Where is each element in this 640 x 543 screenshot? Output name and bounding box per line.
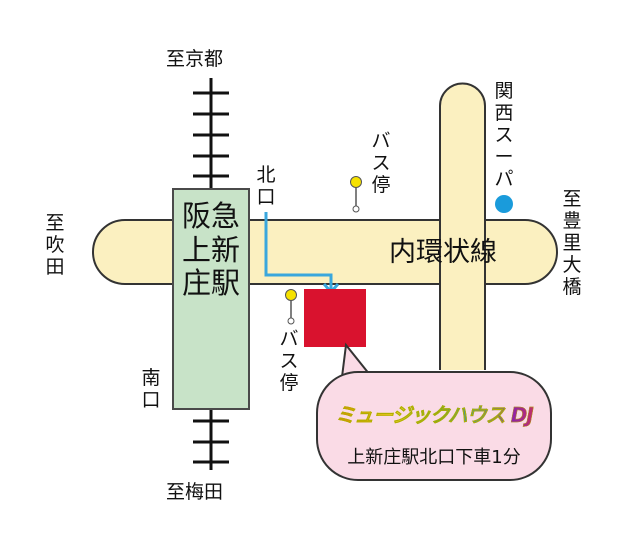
direction-toyosato: 至豊里大橋: [562, 188, 582, 298]
road-name-label: 内環状線: [389, 237, 497, 268]
direction-kyoto: 至京都: [166, 48, 224, 70]
station-name: 阪急上新庄駅: [181, 199, 240, 300]
north-exit-label: 北口: [256, 164, 276, 208]
bus-stop-label-north: バス停: [371, 130, 391, 196]
direction-suita: 至吹田: [45, 212, 65, 278]
bus-stop-pin-south[interactable]: [285, 289, 297, 325]
shop-callout[interactable]: ミュージックハウス DJ 上新庄駅北口下車1分: [316, 371, 552, 481]
destination-marker[interactable]: [304, 289, 366, 347]
south-exit-label: 南口: [141, 367, 161, 411]
supermarket-marker[interactable]: [495, 195, 513, 213]
direction-umeda: 至梅田: [166, 481, 224, 503]
access-info: 上新庄駅北口下車1分: [347, 447, 521, 468]
bus-stop-label-south: バス停: [279, 328, 299, 394]
shop-name-logo: ミュージックハウス DJ: [318, 399, 550, 428]
bus-stop-pin-north[interactable]: [350, 176, 362, 213]
station-building[interactable]: 阪急上新庄駅: [172, 188, 250, 410]
supermarket-label: 関西スーパ: [494, 80, 514, 190]
